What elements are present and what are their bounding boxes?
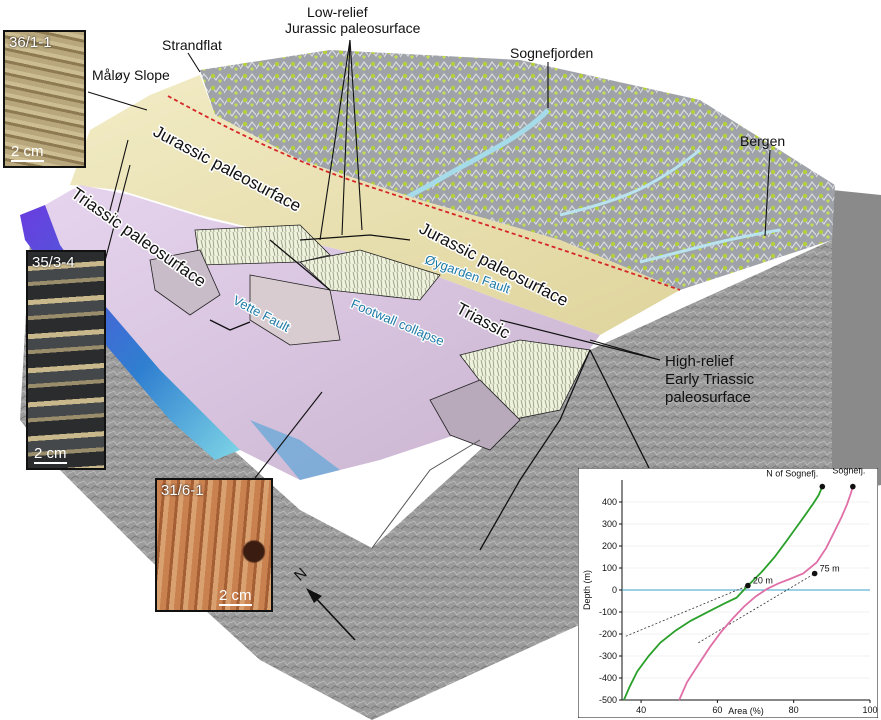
fault-scarp-front xyxy=(429,379,521,451)
onshore-terrain xyxy=(200,50,835,290)
series-label-south: Sognefj. xyxy=(832,468,865,476)
y-tick-label: 400 xyxy=(602,497,617,507)
chart-series xyxy=(622,483,870,701)
y-tick-label: -100 xyxy=(599,607,617,617)
core-photo-31-6-1: 31/6-1 2 cm xyxy=(155,478,273,612)
inflection-marker xyxy=(745,582,751,589)
label-bergen: Bergen xyxy=(740,133,785,149)
y-tick-label: -200 xyxy=(599,629,617,639)
label-high-relief-2: Early Triassic xyxy=(665,371,755,388)
jurassic-surface xyxy=(70,75,680,335)
chart-background xyxy=(578,468,878,718)
y-tick-label: -300 xyxy=(599,651,617,661)
core-photo-id: 31/6-1 xyxy=(161,482,204,499)
inflection-marker xyxy=(811,570,818,577)
core-photo-id: 35/3-4 xyxy=(32,254,75,271)
x-axis-title: Area (%) xyxy=(728,706,764,716)
y-tick-label: -400 xyxy=(599,673,617,683)
series-endpoint xyxy=(850,483,856,490)
leader-lines xyxy=(87,39,771,479)
core-photo-id: 36/1-1 xyxy=(9,34,52,51)
series-line-south xyxy=(678,486,854,701)
tangent-line-south xyxy=(698,573,815,644)
core-photo-35-3-4: 35/3-4 2 cm xyxy=(26,250,106,470)
core-photo-scale: 2 cm xyxy=(11,143,44,162)
label-strandflat: Strandflat xyxy=(162,37,222,53)
onshore-offshore-boundary xyxy=(167,95,681,291)
series-label-north: N of Sognefj. xyxy=(766,469,818,479)
x-tick-label: 60 xyxy=(712,705,722,715)
y-tick-label: 100 xyxy=(602,563,617,573)
label-low-relief-1: Low-relief xyxy=(307,4,368,20)
series-line-north xyxy=(623,486,824,701)
x-tick-label: 80 xyxy=(789,705,799,715)
block-side-right xyxy=(828,190,881,495)
hypsometry-chart: 400 300 200 100 0 -100 -200 -300 -400 -500 40 60 80 1… xyxy=(578,468,878,718)
label-high-relief-1: High-relief xyxy=(665,353,734,370)
core-photo-36-1-1: 36/1-1 2 cm xyxy=(3,30,86,168)
series-endpoint xyxy=(819,483,826,490)
chart-axes: 400 300 200 100 0 -100 -200 -300 -400 -500 40 60 80 1… xyxy=(582,480,878,716)
fjord-branch xyxy=(559,148,781,264)
inflection-label: 75 m xyxy=(820,564,840,574)
label-maloy-slope: Måløy Slope xyxy=(92,67,170,83)
label-low-relief-2: Jurassic paleosurface xyxy=(285,20,421,36)
label-sognefjorden: Sognefjorden xyxy=(510,45,593,61)
x-tick-label: 40 xyxy=(636,705,646,715)
y-axis-title: Depth (m) xyxy=(582,570,592,610)
y-tick-label: -500 xyxy=(599,695,617,705)
fault-block-footwall xyxy=(249,274,341,346)
y-tick-label: 200 xyxy=(602,541,617,551)
x-tick-label: 100 xyxy=(862,705,877,715)
y-tick-label: 300 xyxy=(602,519,617,529)
fault-traces xyxy=(209,234,651,551)
core-photo-scale: 2 cm xyxy=(34,445,67,464)
y-tick-label: 0 xyxy=(612,585,617,595)
basin-fill-blue xyxy=(250,420,340,480)
fault-block-vette xyxy=(149,249,221,316)
graben-edge xyxy=(371,439,481,549)
core-photo-scale: 2 cm xyxy=(219,587,252,606)
label-high-relief-3: paleosurface xyxy=(665,389,751,406)
inflection-label: 20 m xyxy=(753,576,773,586)
